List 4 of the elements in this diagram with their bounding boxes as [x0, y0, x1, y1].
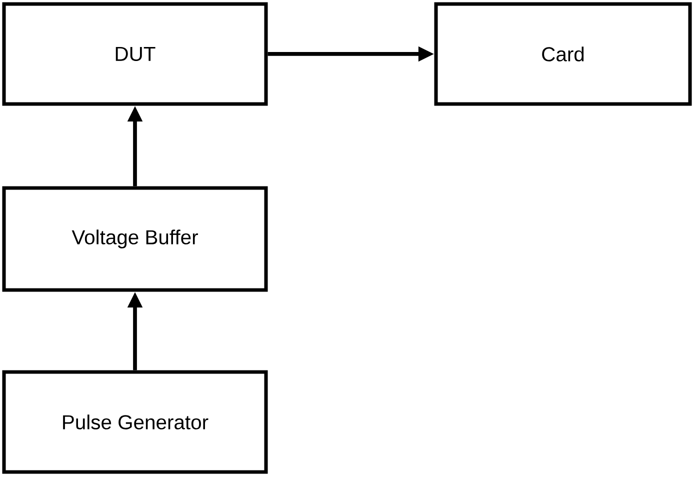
process-box: Card [434, 2, 692, 106]
process-box: Pulse Generator [2, 370, 268, 474]
process-box: DUT [2, 2, 268, 106]
process-box: Voltage Buffer [2, 186, 268, 292]
